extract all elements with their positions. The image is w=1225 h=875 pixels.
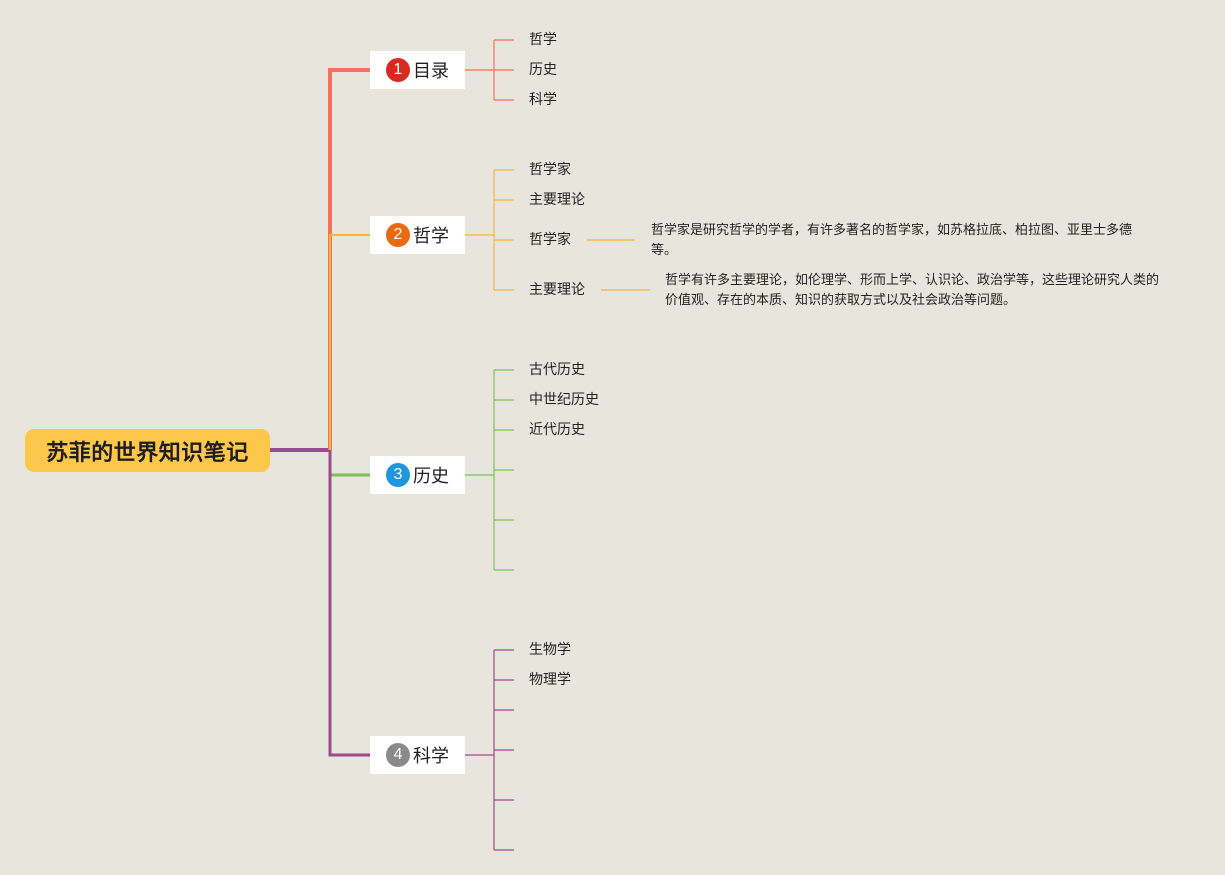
- root-title: 苏菲的世界知识笔记: [46, 440, 249, 466]
- trunk-to-branch-1: [328, 68, 370, 450]
- leaf-topic[interactable]: 哲学家: [529, 232, 571, 248]
- number-badge: 4: [386, 743, 410, 767]
- root-topic[interactable]: 苏菲的世界知识笔记: [25, 429, 270, 472]
- branch-2-leaf-lines: [465, 169, 650, 291]
- branch-1-leaf-lines: [465, 39, 514, 101]
- branch-label: 科学: [413, 746, 449, 767]
- branch-4-leaf-lines: [465, 649, 514, 851]
- branch-topic-toc[interactable]: 1 目录: [370, 51, 465, 89]
- branch-label: 历史: [413, 466, 449, 487]
- branch-topic-philosophy[interactable]: 2 哲学: [370, 216, 465, 254]
- leaf-topic[interactable]: 历史: [529, 62, 557, 78]
- trunk-to-branch-2: [329, 234, 370, 450]
- number-badge: 3: [386, 463, 410, 487]
- leaf-topic[interactable]: 生物学: [529, 642, 571, 658]
- number-badge: 1: [386, 58, 410, 82]
- branch-label: 目录: [413, 61, 449, 82]
- leaf-topic[interactable]: 主要理论: [529, 282, 585, 298]
- note-main-theories[interactable]: 哲学有许多主要理论，如伦理学、形而上学、认识论、政治学等，这些理论研究人类的价值…: [665, 273, 1160, 308]
- leaf-topic[interactable]: 古代历史: [529, 362, 585, 378]
- leaf-topic[interactable]: 中世纪历史: [529, 392, 599, 408]
- branch-3-leaf-lines: [465, 369, 514, 571]
- branch-topic-history[interactable]: 3 历史: [370, 456, 465, 494]
- branch-label: 哲学: [413, 226, 449, 247]
- leaf-topic[interactable]: 哲学: [529, 32, 557, 48]
- leaf-topic[interactable]: 科学: [529, 92, 557, 108]
- leaf-topic[interactable]: 物理学: [529, 672, 571, 688]
- leaf-topic[interactable]: 主要理论: [529, 192, 585, 208]
- number-badge: 2: [386, 223, 410, 247]
- trunk-to-branch-4: [328, 450, 370, 757]
- branch-topic-science[interactable]: 4 科学: [370, 736, 465, 774]
- note-philosophers[interactable]: 哲学家是研究哲学的学者，有许多著名的哲学家，如苏格拉底、柏拉图、亚里士多德等。: [651, 223, 1133, 258]
- leaf-topic[interactable]: 近代历史: [529, 422, 585, 438]
- leaf-topic[interactable]: 哲学家: [529, 162, 571, 178]
